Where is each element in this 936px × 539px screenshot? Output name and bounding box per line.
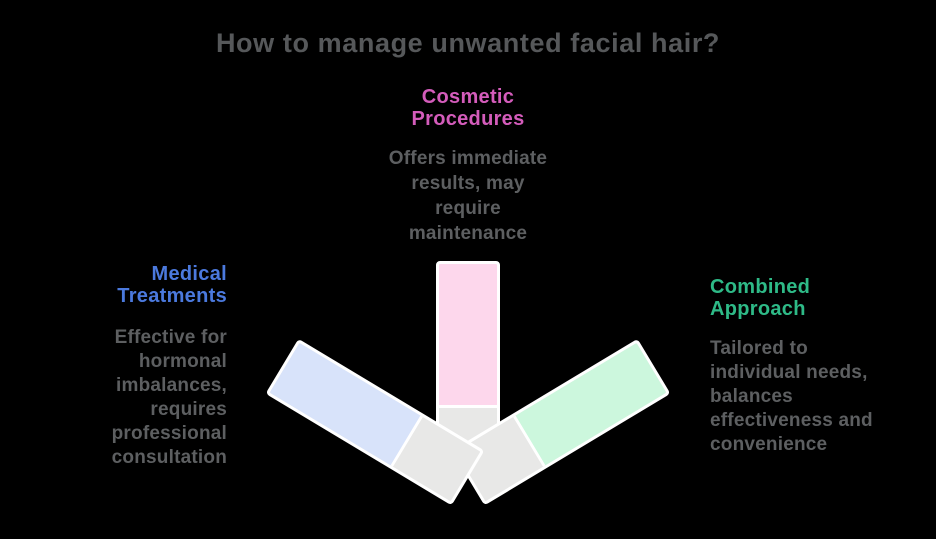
- heading-line: Approach: [710, 298, 806, 320]
- description-line: imbalances,: [116, 375, 227, 396]
- arrow-bar-combined-fill: [513, 342, 667, 467]
- heading-line: Procedures: [411, 108, 525, 130]
- description-line: balances: [710, 386, 793, 407]
- description-line: require: [435, 198, 501, 219]
- description-line: Tailored to: [710, 338, 808, 359]
- description-line: results, may: [411, 173, 525, 194]
- page-title: How to manage unwanted facial hair?: [215, 28, 721, 58]
- option-combined-description: Tailored to individual needs, balances e…: [710, 337, 932, 457]
- option-combined-heading: Combined Approach: [710, 276, 932, 320]
- heading-line: Combined: [710, 276, 811, 298]
- option-cosmetic-procedures: Cosmetic Procedures Offers immediate res…: [358, 86, 578, 246]
- option-medical-treatments: Medical Treatments Effective for hormona…: [12, 263, 227, 470]
- heading-line: Medical: [151, 263, 227, 285]
- description-line: convenience: [710, 434, 828, 455]
- option-medical-heading: Medical Treatments: [12, 263, 227, 307]
- heading-line: Cosmetic: [421, 86, 515, 108]
- option-cosmetic-description: Offers immediate results, may require ma…: [358, 146, 578, 246]
- description-line: Effective for: [114, 327, 227, 348]
- description-line: hormonal: [138, 351, 227, 372]
- description-line: consultation: [111, 447, 227, 468]
- description-line: effectiveness and: [710, 410, 873, 431]
- heading-line: Treatments: [117, 285, 227, 307]
- description-line: professional: [111, 423, 227, 444]
- option-cosmetic-heading: Cosmetic Procedures: [358, 86, 578, 130]
- description-line: requires: [150, 399, 227, 420]
- option-medical-description: Effective for hormonal imbalances, requi…: [12, 326, 227, 470]
- arrow-bar-medical-fill: [269, 342, 423, 467]
- arrow-bar-cosmetic-fill: [439, 264, 497, 408]
- description-line: individual needs,: [710, 362, 868, 383]
- description-line: maintenance: [408, 223, 528, 244]
- option-combined-approach: Combined Approach Tailored to individual…: [710, 276, 932, 457]
- description-line: Offers immediate: [388, 148, 548, 169]
